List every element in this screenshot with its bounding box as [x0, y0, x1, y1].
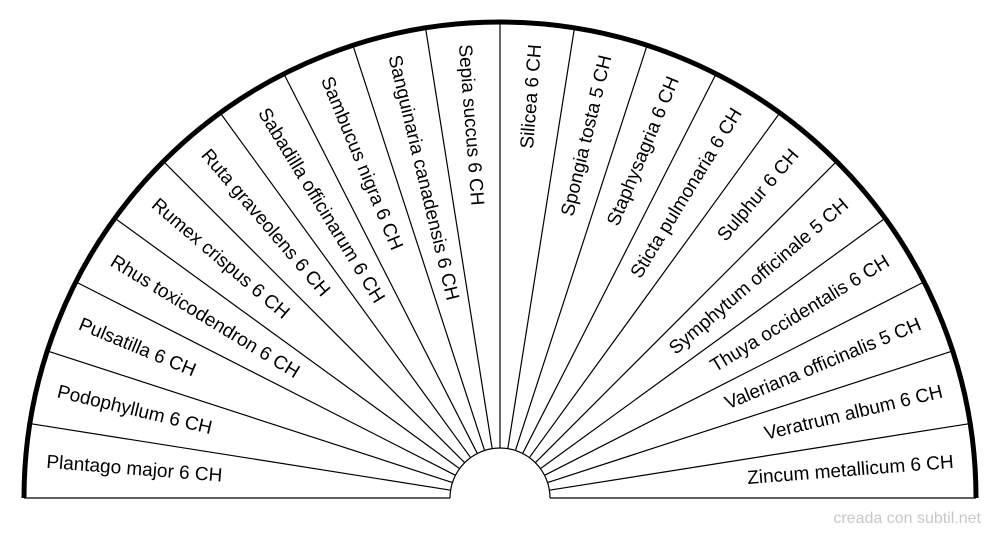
segment-label: Veratrum album 6 CH: [762, 382, 945, 445]
segment-divider: [514, 45, 648, 451]
segment-divider: [352, 45, 486, 451]
segment-divider: [75, 281, 456, 476]
segment-divider: [424, 27, 493, 449]
segment-label: Sulphur 6 CH: [713, 145, 803, 245]
segment-divider: [114, 217, 460, 470]
segment-label: Sepia succus 6 CH: [454, 44, 488, 207]
segment-label: Silicea 6 CH: [517, 44, 546, 150]
segment-dividers: [29, 22, 971, 491]
credit-text: creada con subtil.net: [833, 510, 981, 527]
segment-label: Podophyllum 6 CH: [55, 382, 214, 439]
segment-label: Pulsatilla 6 CH: [76, 314, 199, 381]
segment-divider: [528, 112, 781, 458]
segment-divider: [507, 27, 576, 449]
segment-divider: [522, 73, 717, 454]
segment-divider: [534, 160, 838, 464]
segment-divider: [547, 350, 953, 484]
segment-label: Plantago major 6 CH: [46, 452, 223, 487]
segment-divider: [162, 160, 466, 464]
segment-divider: [283, 73, 478, 454]
segment-divider: [219, 112, 472, 458]
segment-label: Zincum metallicum 6 CH: [746, 452, 954, 489]
segment-label: Thuya occidentalis 6 CH: [707, 251, 894, 377]
segment-divider: [47, 350, 453, 484]
segment-divider: [540, 217, 886, 470]
segment-label: Ruta graveolens 6 CH: [197, 145, 334, 301]
inner-arc: [449, 447, 551, 499]
segment-divider: [544, 281, 925, 476]
segment-divider: [29, 422, 451, 491]
outer-arc: [21, 19, 979, 499]
segment-divider: [549, 422, 971, 491]
